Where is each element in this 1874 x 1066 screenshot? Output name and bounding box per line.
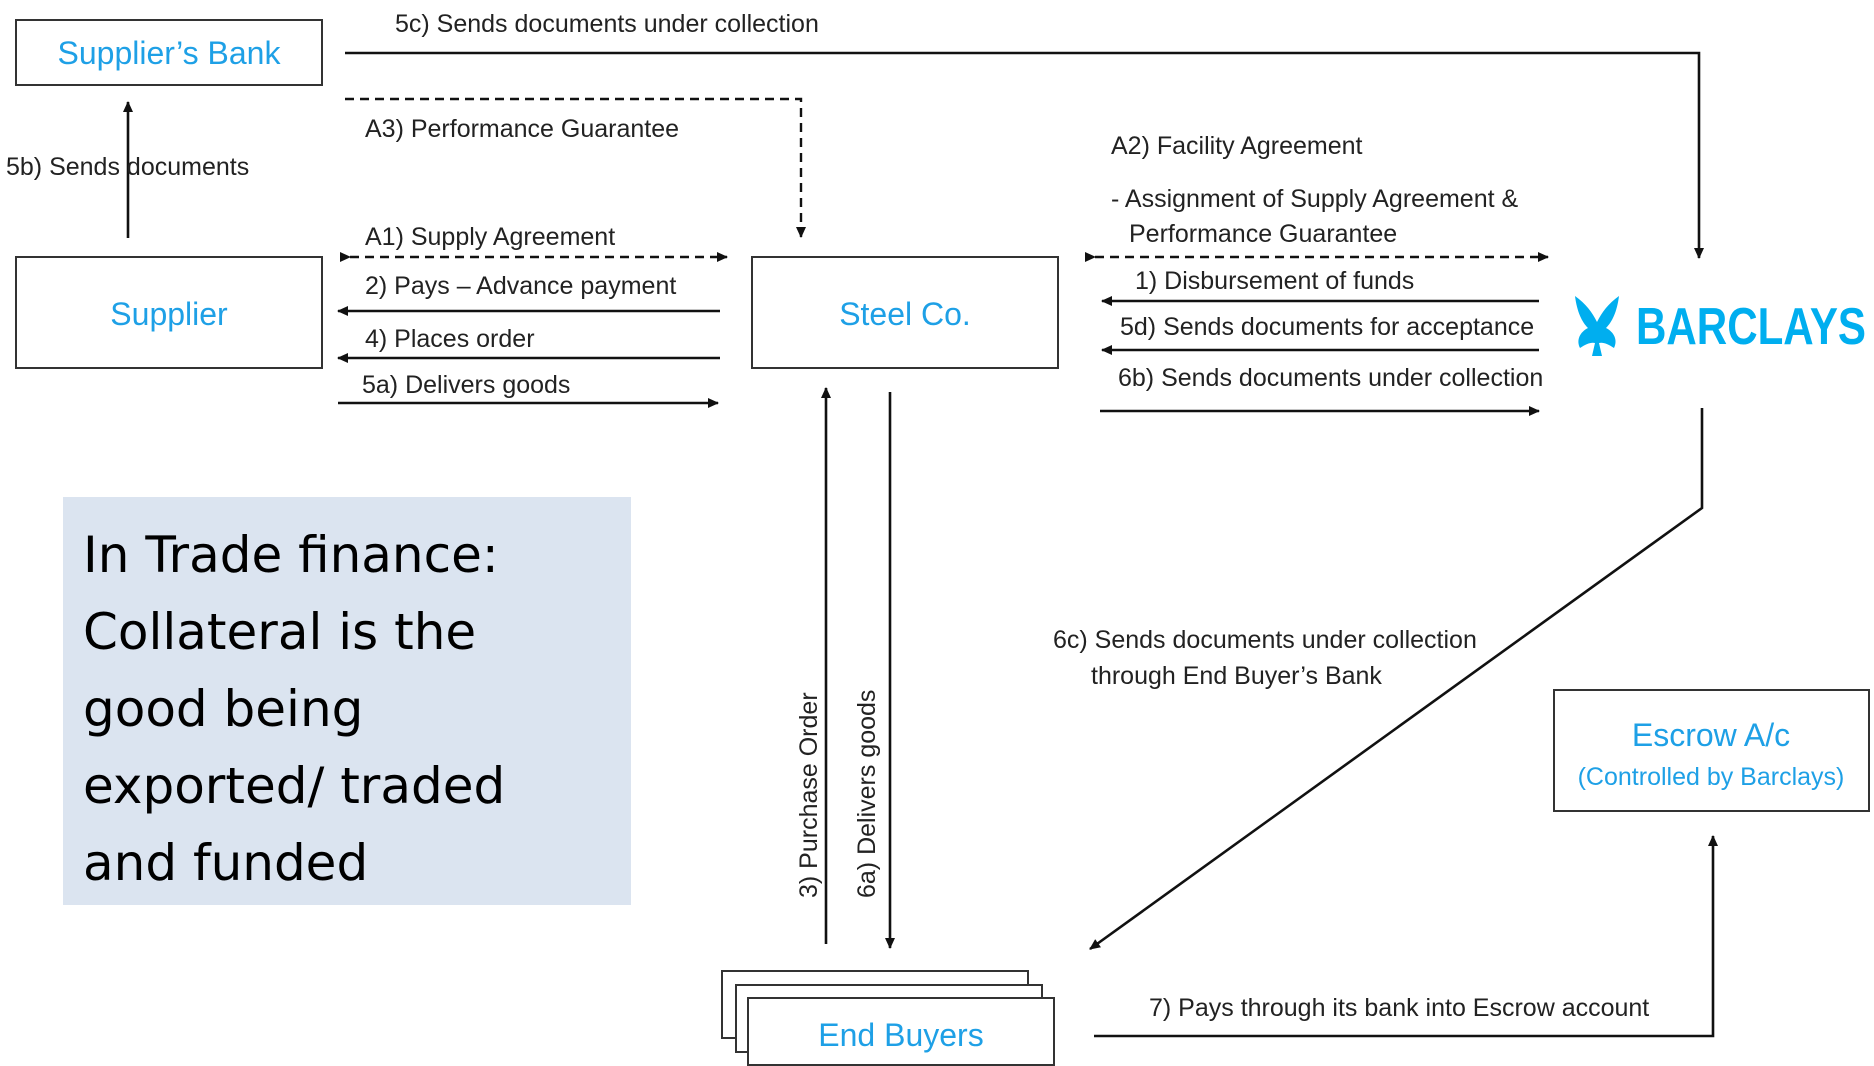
edge-7-label: 7) Pays through its bank into Escrow acc… (1149, 994, 1649, 1022)
trade-finance-note: In Trade finance: Collateral is the good… (63, 497, 631, 905)
edge-a2-label: A2) Facility Agreement (1111, 132, 1363, 160)
end-buyers-label: End Buyers (818, 1017, 983, 1053)
edge-1-label: 1) Disbursement of funds (1135, 267, 1414, 295)
edge-5b-label: 5b) Sends documents (6, 153, 249, 181)
edge-6a-label: 6a) Delivers goods (853, 690, 881, 898)
barclays-logo: BARCLAYS (1575, 296, 1866, 356)
steel-co-node: Steel Co. (751, 256, 1059, 369)
edge-5d: 5d) Sends documents for acceptance (1101, 313, 1539, 355)
edge-a3-label: A3) Performance Guarantee (365, 115, 679, 143)
edge-6c-label: 6c) Sends documents under collection (1053, 626, 1477, 654)
edge-3: 3) Purchase Order (795, 387, 831, 944)
note-text: In Trade finance: Collateral is the good… (83, 517, 611, 902)
note-line: good being (83, 680, 364, 738)
suppliers-bank-node: Supplier’s Bank (15, 19, 323, 86)
edge-4: 4) Places order (337, 325, 720, 363)
escrow-node: Escrow A/c (Controlled by Barclays) (1553, 689, 1870, 812)
edge-5d-label: 5d) Sends documents for acceptance (1120, 313, 1534, 341)
edge-6b: 6b) Sends documents under collection (1100, 364, 1543, 416)
edge-6c: 6c) Sends documents under collection thr… (1053, 408, 1704, 951)
supplier-node: Supplier (15, 256, 323, 369)
edge-6b-label: 6b) Sends documents under collection (1118, 364, 1543, 392)
barclays-wordmark: BARCLAYS (1636, 298, 1866, 356)
suppliers-bank-label: Supplier’s Bank (58, 35, 282, 71)
edge-2: 2) Pays – Advance payment (337, 272, 720, 316)
steel-co-label: Steel Co. (839, 296, 971, 332)
edge-5a-label: 5a) Delivers goods (362, 371, 570, 399)
edge-a2-sub2: Performance Guarantee (1129, 220, 1397, 248)
note-line: and funded (83, 834, 369, 892)
escrow-sublabel: (Controlled by Barclays) (1578, 763, 1845, 791)
edge-5c: 5c) Sends documents under collection (345, 10, 1704, 259)
note-line: Collateral is the (83, 603, 477, 661)
edge-5a: 5a) Delivers goods (338, 371, 719, 408)
end-buyers-node: End Buyers (721, 970, 1055, 1066)
edge-4-label: 4) Places order (365, 325, 535, 353)
supplier-label: Supplier (110, 296, 228, 332)
note-line: In Trade finance: (83, 526, 499, 584)
escrow-label: Escrow A/c (1632, 717, 1790, 753)
edge-1: 1) Disbursement of funds (1101, 267, 1539, 306)
edge-3-label: 3) Purchase Order (795, 692, 823, 898)
note-line: exported/ traded (83, 757, 506, 815)
edge-7: 7) Pays through its bank into Escrow acc… (1094, 835, 1718, 1038)
edge-5c-label: 5c) Sends documents under collection (395, 10, 819, 38)
edge-a2: A2) Facility Agreement - Assignment of S… (1085, 132, 1549, 262)
edge-a2-sub1: - Assignment of Supply Agreement & (1111, 185, 1518, 213)
edge-6a: 6a) Delivers goods (853, 392, 895, 949)
edge-2-label: 2) Pays – Advance payment (365, 272, 676, 300)
edge-a3: A3) Performance Guarantee (345, 97, 806, 238)
edge-5b: 5b) Sends documents (6, 101, 249, 238)
edge-a1: A1) Supply Agreement (340, 223, 728, 262)
eagle-icon (1575, 296, 1619, 356)
edge-a1-label: A1) Supply Agreement (365, 223, 615, 251)
edge-6c-sublabel: through End Buyer’s Bank (1091, 662, 1382, 690)
